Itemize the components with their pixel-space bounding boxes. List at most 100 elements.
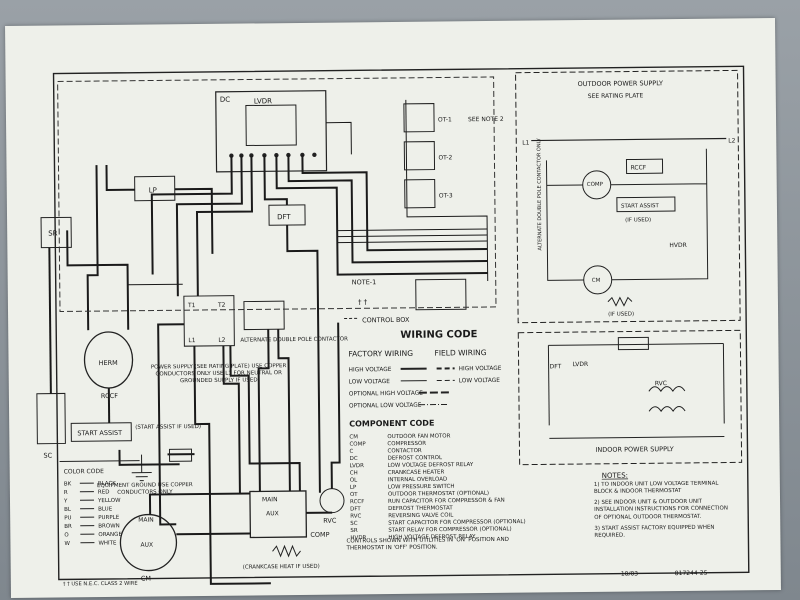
alt-contactor-label: ALTERNATE DOUBLE POLE CONTACTOR xyxy=(240,336,348,343)
t1-label: T1 xyxy=(187,302,196,309)
power-supply-note: POWER SUPPLY (SEE RATING PLATE) USE COPP… xyxy=(151,363,287,384)
crankcase-heat-label: (CRANKCASE HEAT IF USED) xyxy=(243,564,320,571)
note-item-1: 1) TO INDOOR UNIT LOW VOLTAGE TERMINAL B… xyxy=(593,480,719,496)
wc-row-2-right: LOW VOLTAGE xyxy=(459,378,501,384)
outdoor-cm-label: CM xyxy=(592,278,601,284)
component-description: START RELAY FOR COMPRESSOR (OPTIONAL) xyxy=(388,526,511,533)
wire-harness xyxy=(48,154,488,585)
wiring-diagram-sheet: DC LVDR LP SR DFT T1 T2 L1 L2 ALTERNATE … xyxy=(5,17,781,599)
color-name: PURPLE xyxy=(98,515,120,521)
component-code: OL xyxy=(350,478,358,484)
wc-row-1-label: HIGH VOLTAGE xyxy=(349,367,392,373)
outdoor-l1-label: L1 xyxy=(522,140,529,147)
color-code: R xyxy=(64,490,68,496)
compressor: MAIN AUX COMP xyxy=(249,490,330,539)
component-description: DEFROST THERMOSTAT xyxy=(388,505,453,512)
t2-label: T2 xyxy=(217,302,226,309)
svg-text:† †: † † xyxy=(358,298,368,306)
sr-label: SR xyxy=(48,230,58,238)
fan-motor: MAIN AUX CM xyxy=(119,513,178,583)
outdoor-if-used-label: (IF USED) xyxy=(625,217,651,223)
notes-section: NOTES: 1) TO INDOOR UNIT LOW VOLTAGE TER… xyxy=(593,472,728,578)
part-number-label: 817244-25 xyxy=(675,570,708,577)
indoor-lvdr-label: LVDR xyxy=(573,361,589,368)
component-description: OUTDOOR FAN MOTOR xyxy=(387,433,450,440)
dft-label: DFT xyxy=(277,213,291,221)
color-name: BLUE xyxy=(98,506,113,512)
component-description: CONTACTOR xyxy=(387,448,421,454)
defrost-thermostat: DFT xyxy=(268,204,306,226)
wiring-diagram: DC LVDR LP SR DFT T1 T2 L1 L2 ALTERNATE … xyxy=(36,65,750,588)
sc-label: SC xyxy=(43,452,52,460)
color-code: PU xyxy=(64,515,71,521)
outdoor-thermostats: OT-1 OT-2 OT-3 SEE NOTE 2 xyxy=(403,103,504,209)
start-assist-if-used-label: (START ASSIST IF USED) xyxy=(135,424,201,431)
component-code-legend: COMPONENT CODE CM OUTDOOR FAN MOTOR COMP CO… xyxy=(349,419,525,542)
component-code: CM xyxy=(349,434,358,440)
crankcase-heater: (CRANKCASE HEAT IF USED) xyxy=(243,544,320,571)
factory-wiring-heading: FACTORY WIRING xyxy=(348,349,413,359)
component-code: OT xyxy=(350,492,358,498)
field-wiring-heading: FIELD WIRING xyxy=(434,348,486,358)
component-description: COMPRESSOR xyxy=(387,441,426,447)
outdoor-ch-if-used-label: (IF USED) xyxy=(608,311,634,317)
outdoor-l2-label: L2 xyxy=(728,137,735,144)
wc-row-4-label: OPTIONAL LOW VOLTAGE xyxy=(349,403,422,410)
alternate-contactor: ALTERNATE DOUBLE POLE CONTACTOR xyxy=(240,300,348,344)
ot2-label: OT-2 xyxy=(438,154,452,161)
lvdr-label: LVDR xyxy=(254,97,272,105)
ot3-label: OT-3 xyxy=(439,192,453,199)
wiring-code-title: WIRING CODE xyxy=(400,329,477,341)
component-description: RUN CAPACITOR FOR COMPRESSOR & FAN xyxy=(388,498,505,505)
date-label: 10/03 xyxy=(621,570,639,577)
alt-contactor-vertical-label: ALTERNATE DOUBLE POLE CONTACTOR ONLY xyxy=(536,137,543,250)
color-name: ORANGE xyxy=(98,532,122,538)
start-relay: SR xyxy=(40,216,72,249)
start-assist-label: START ASSIST xyxy=(77,429,122,437)
note-item-2: 2) SEE INDOOR UNIT & OUTDOOR UNIT INSTAL… xyxy=(594,499,728,521)
component-code: COMP xyxy=(349,441,366,447)
note-item-3: 3) START ASSIST FACTORY EQUIPPED WHEN RE… xyxy=(594,524,715,539)
outdoor-comp-label: COMP xyxy=(587,182,604,188)
color-code-title: COLOR CODE xyxy=(64,468,104,475)
l2-label: L2 xyxy=(218,337,225,344)
wc-row-2-label: LOW VOLTAGE xyxy=(349,379,391,385)
start-assist: START ASSIST (START ASSIST IF USED) xyxy=(70,422,201,442)
start-capacitor: SC xyxy=(36,392,66,460)
cm-label: CM xyxy=(141,575,151,583)
component-description: HIGH VOLTAGE DEFROST RELAY xyxy=(388,534,476,541)
ot1-label: OT-1 xyxy=(438,116,452,123)
reversing-valve-coil: RVC xyxy=(319,488,345,525)
low-pressure-switch: LP xyxy=(134,175,176,202)
component-code: HVDR xyxy=(350,535,366,541)
indoor-dft-label: DFT xyxy=(550,363,562,370)
outdoor-schematic: OUTDOOR POWER SUPPLY SEE RATING PLATE L1… xyxy=(515,69,741,324)
component-code-title: COMPONENT CODE xyxy=(349,419,434,429)
cm-aux-label: AUX xyxy=(140,542,153,549)
component-description: CRANKCASE HEATER xyxy=(388,469,445,476)
color-name: BROWN xyxy=(98,523,120,529)
ground-connector xyxy=(168,448,193,462)
thin-wires xyxy=(127,99,489,286)
component-code: SC xyxy=(350,521,358,527)
ground-symbol xyxy=(131,454,152,482)
herm-label: HERM xyxy=(99,359,118,367)
note-1-block: NOTE-1 † † xyxy=(352,278,467,311)
dc-label: DC xyxy=(220,96,230,104)
component-code: RVC xyxy=(350,514,361,520)
outdoor-power-supply-title: OUTDOOR POWER SUPPLY xyxy=(578,79,663,88)
component-code: LVDR xyxy=(350,463,365,469)
component-code: SR xyxy=(350,528,358,534)
lp-label: LP xyxy=(149,186,157,194)
comp-aux-label: AUX xyxy=(266,510,279,517)
color-code: BR xyxy=(64,524,72,530)
color-name: RED xyxy=(98,489,110,495)
color-code-footnote: † † USE N.E.C. CLASS 2 WIRE xyxy=(63,581,138,588)
color-name: BLACK xyxy=(98,481,117,487)
rvc-label: RVC xyxy=(323,517,337,525)
color-code: BL xyxy=(64,507,72,513)
component-description: LOW VOLTAGE DEFROST RELAY xyxy=(388,462,474,469)
component-description: DEFROST CONTROL xyxy=(388,455,443,462)
component-code: DC xyxy=(350,456,358,462)
